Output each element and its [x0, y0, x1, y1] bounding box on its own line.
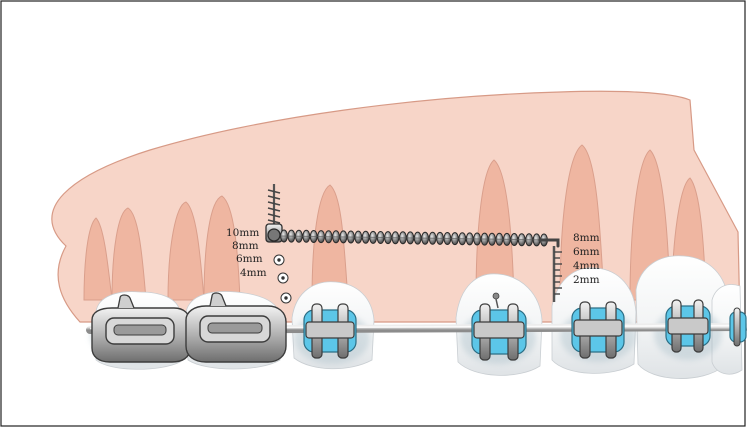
hook-label-4mm: 4mm — [573, 260, 600, 272]
hook-label-6mm: 6mm — [573, 246, 600, 258]
bracket-premolar — [304, 304, 356, 358]
screw-label-10mm: 10mm — [226, 227, 259, 239]
bracket-edge — [730, 308, 746, 346]
bracket-central — [666, 300, 710, 352]
screw-label-6mm: 6mm — [236, 253, 263, 265]
hook-label-8mm: 8mm — [573, 232, 600, 244]
screw-label-4mm: 4mm — [240, 267, 267, 279]
hook-label-2mm: 2mm — [573, 274, 600, 286]
screw-label-8mm: 8mm — [232, 240, 259, 252]
bracket-lateral — [572, 302, 624, 358]
